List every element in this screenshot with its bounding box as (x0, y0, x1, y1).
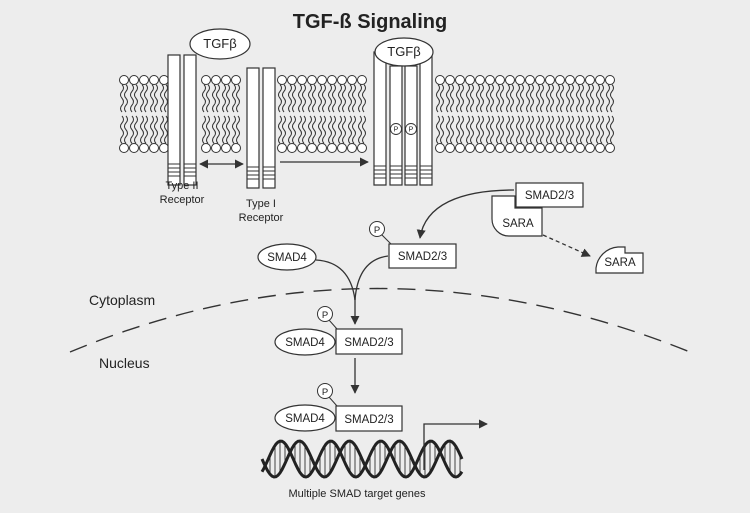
nucleus-label: Nucleus (99, 355, 150, 371)
dna-strand-1 (260, 439, 464, 479)
type-i-receptor (246, 67, 276, 189)
smad4-free: SMAD4 (257, 243, 317, 271)
phospholipid (211, 75, 221, 153)
phospholipid (515, 75, 525, 153)
phospholipid (337, 75, 347, 153)
bound-tgf-beta-ligand: TGFβ (374, 37, 434, 67)
phospholipid (495, 75, 505, 153)
phospholipid (595, 75, 605, 153)
type-ii-receptor (167, 54, 197, 186)
tgf-beta-ligand-free: TGFβ (189, 28, 251, 60)
smad23-label: SMAD2/3 (398, 251, 447, 263)
smad23-label: SMAD2/3 (344, 414, 393, 426)
phospholipid (575, 75, 585, 153)
diagram-title: TGF-ß Signaling (293, 11, 447, 33)
phospholipid (231, 75, 241, 153)
cell-membrane (119, 75, 615, 153)
phospholipid (139, 75, 149, 153)
smad-complex-cytoplasm: P SMAD4 SMAD2/3 (274, 306, 403, 356)
phospholipid (565, 75, 575, 153)
smad4-label: SMAD4 (285, 337, 325, 349)
phospho-label: P (374, 225, 380, 236)
smad4-label: SMAD4 (285, 413, 325, 425)
type-ii-label: Type II (165, 180, 198, 192)
dna-double-helix (260, 439, 464, 479)
sara-released-label: SARA (604, 257, 636, 269)
smad23-sara-complex: SMAD2/3 SARA (491, 182, 584, 237)
active-receptor-complex (373, 51, 433, 186)
phospholipid (201, 75, 211, 153)
transcription-start-arrow (423, 419, 488, 470)
target-genes-caption: Multiple SMAD target genes (289, 488, 426, 500)
phospholipid (585, 75, 595, 153)
sara-label: SARA (502, 218, 534, 230)
tgf-beta-label: TGFβ (203, 36, 236, 51)
phospholipid (485, 75, 495, 153)
dna-strand-2 (260, 439, 464, 479)
receptor-phospho-2: P (405, 123, 417, 135)
phospholipid (555, 75, 565, 153)
phospholipid (357, 75, 367, 153)
phospholipid (535, 75, 545, 153)
type-ii-label-2: Receptor (160, 194, 205, 206)
nuclear-envelope (69, 287, 691, 353)
phospholipid (455, 75, 465, 153)
phospho-label: P (394, 127, 399, 134)
phospholipid (327, 75, 337, 153)
smad23-phosphorylated: P SMAD2/3 (369, 221, 457, 269)
type-i-label-2: Receptor (239, 212, 284, 224)
phospho-label: P (322, 387, 328, 398)
phospholipid (435, 75, 445, 153)
smad-complex-nucleus: P SMAD4 SMAD2/3 (274, 383, 403, 432)
type-i-label: Type I (246, 198, 276, 210)
phospholipid (287, 75, 297, 153)
smad4-label: SMAD4 (267, 252, 307, 264)
phospholipid (545, 75, 555, 153)
smad23-label: SMAD2/3 (525, 190, 574, 202)
phospholipid (119, 75, 129, 153)
phospholipid (149, 75, 159, 153)
smad23-label: SMAD2/3 (344, 337, 393, 349)
phospholipid (475, 75, 485, 153)
phospholipid (347, 75, 357, 153)
receptor-phospho-1: P (390, 123, 402, 135)
phospholipid (525, 75, 535, 153)
phospholipid (277, 75, 287, 153)
phospholipid (505, 75, 515, 153)
phospholipid (221, 75, 231, 153)
phospholipid (605, 75, 615, 153)
phospholipid (159, 75, 169, 153)
phospholipid (445, 75, 455, 153)
phospho-label: P (409, 127, 414, 134)
phospho-label: P (322, 310, 328, 321)
sara-release-arrow (542, 234, 591, 257)
phospholipid (297, 75, 307, 153)
bound-tgf-beta-label: TGFβ (387, 44, 420, 59)
smad-recruitment-arrow (416, 189, 515, 239)
phospholipid (307, 75, 317, 153)
phospholipid (129, 75, 139, 153)
phospholipid (465, 75, 475, 153)
smad23-merge-line (354, 255, 389, 301)
smad4-merge-line (315, 259, 356, 301)
cytoplasm-label: Cytoplasm (89, 292, 155, 308)
phospholipid (317, 75, 327, 153)
sara-released: SARA (595, 246, 644, 274)
